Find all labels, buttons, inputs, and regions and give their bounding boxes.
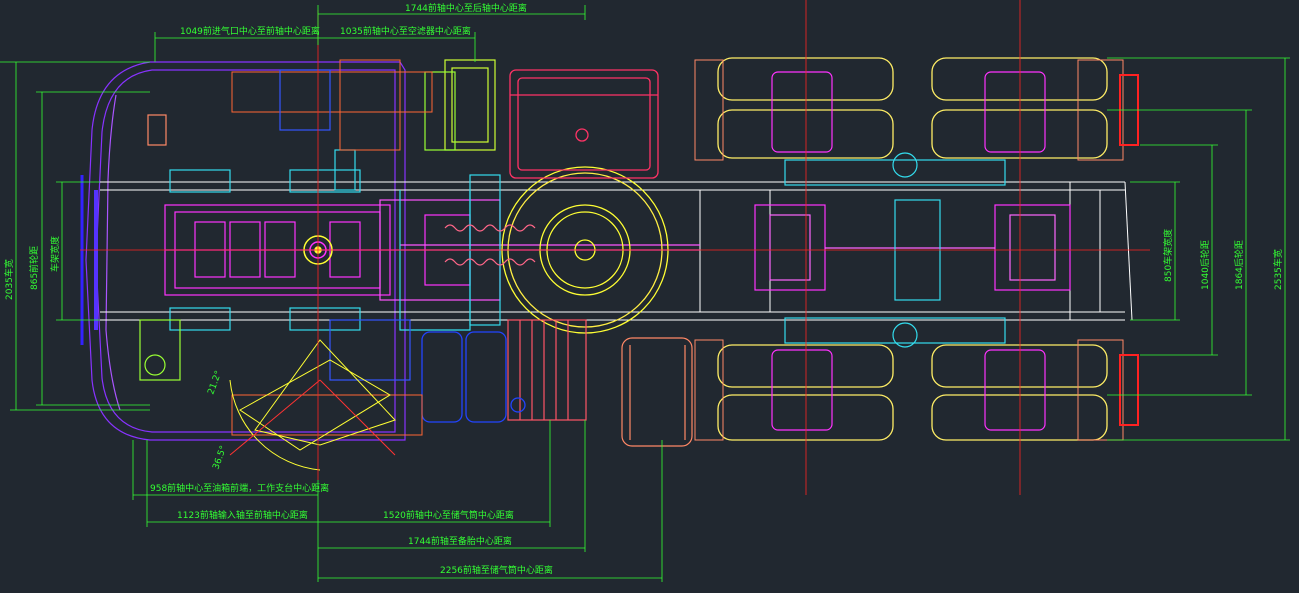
air-filter bbox=[424, 59, 496, 151]
center-lines bbox=[80, 0, 1150, 495]
dim-1035: 1035前轴中心至空滤器中心距离 bbox=[340, 25, 471, 37]
dim-1744-bottom: 1744前轴至备胎中心距离 bbox=[408, 535, 512, 547]
spare-air-tank bbox=[621, 337, 693, 447]
dimension-lines bbox=[0, 5, 1290, 582]
dim-1520: 1520前轴中心至储气筒中心距离 bbox=[383, 509, 514, 521]
radiator-assembly bbox=[231, 59, 433, 436]
dim-2035: 2035车宽 bbox=[3, 259, 15, 300]
suspension-parts bbox=[169, 149, 1006, 348]
dim-2535: 2535车宽 bbox=[1272, 249, 1284, 290]
dimension-labels: 1744前轴中心至后轴中心距离 1049前进气口中心至前轴中心距离 1035前轴… bbox=[3, 2, 1284, 576]
air-tanks bbox=[421, 331, 526, 423]
dim-1744-top: 1744前轴中心至后轴中心距离 bbox=[405, 2, 527, 14]
dim-850: 850车架宽度 bbox=[1162, 229, 1174, 282]
rear-tires bbox=[717, 57, 1108, 441]
angle-label-1: 21.2° bbox=[206, 370, 224, 396]
dim-865: 865前轮距 bbox=[28, 246, 40, 290]
angle-label-2: 36.5° bbox=[211, 445, 229, 471]
dim-2256: 2256前轴至储气筒中心距离 bbox=[440, 564, 553, 576]
chassis-frame bbox=[100, 181, 1133, 321]
coil-springs bbox=[444, 224, 536, 266]
wheel-hubs bbox=[771, 71, 1046, 431]
fan-swing-envelope bbox=[229, 339, 396, 471]
dim-1123: 1123前轴输入轴至前轴中心距离 bbox=[177, 509, 308, 521]
dim-958: 958前轴中心至油箱前端，工作支台中心距离 bbox=[150, 482, 329, 494]
battery-box bbox=[507, 319, 587, 421]
cab-outline bbox=[80, 61, 406, 441]
steering-gear bbox=[139, 114, 181, 381]
wheel-brackets bbox=[694, 59, 1124, 441]
dim-1040: 1040后轮距 bbox=[1199, 240, 1211, 290]
dim-1049: 1049前进气口中心至前轴中心距离 bbox=[180, 25, 320, 37]
dim-1864: 1864后轮距 bbox=[1233, 240, 1245, 290]
fuel-tank bbox=[509, 69, 659, 179]
dim-frame-left: 车架宽度 bbox=[49, 236, 61, 272]
